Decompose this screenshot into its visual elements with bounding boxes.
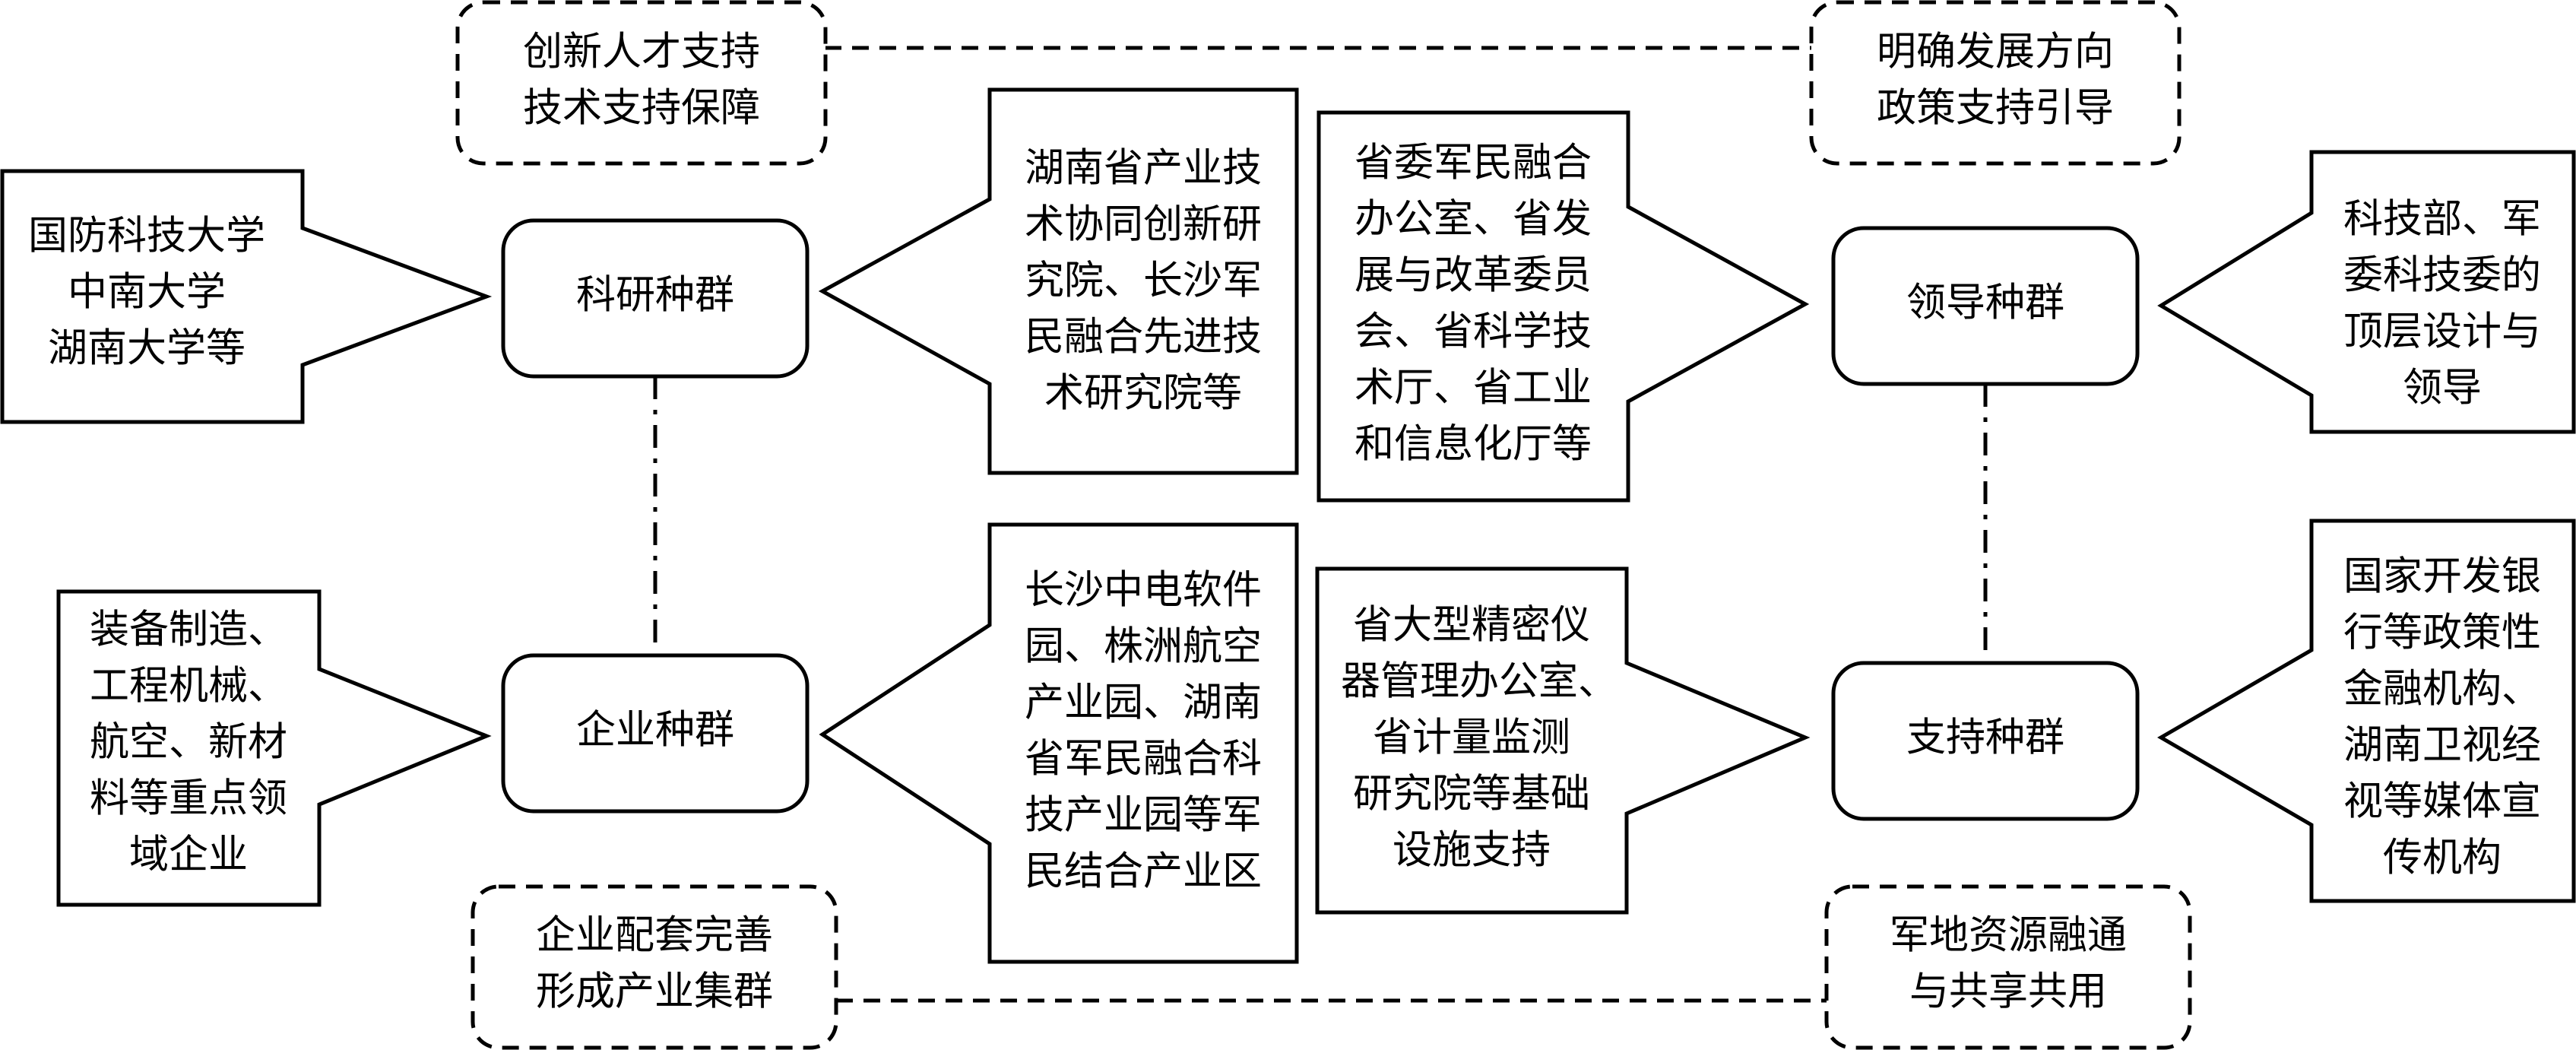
note-top-right-line-1: 明确发展方向 — [1877, 30, 2114, 75]
finance-media-line-5: 视等媒体宣 — [2343, 779, 2541, 825]
infrastructure-line-3: 省计量监测 — [1373, 715, 1570, 761]
note-bottom-left-line-2: 形成产业集群 — [536, 969, 773, 1015]
note-top-right-line-2: 政策支持引导 — [1877, 86, 2114, 132]
key-enterprises-line-1: 装备制造、 — [90, 607, 287, 653]
finance-media-line-2: 行等政策性 — [2343, 611, 2541, 656]
node-research-label: 科研种群 — [576, 273, 734, 319]
finance-media-line-6: 传机构 — [2383, 836, 2502, 881]
node-support-label: 支持种群 — [1906, 715, 2064, 761]
provincial-offices-line-5: 术厅、省工业 — [1355, 366, 1592, 411]
note-top-left-line-2: 技术支持保障 — [523, 86, 760, 132]
research-institutes-line-1: 湖南省产业技 — [1025, 146, 1262, 192]
node-leadership-label: 领导种群 — [1906, 281, 2064, 326]
provincial-offices-line-2: 办公室、省发 — [1355, 197, 1592, 243]
arrow-ministry: 科技部、军 委科技委的 顶层设计与 领导 — [2157, 150, 2576, 434]
note-bottom-left-line-1: 企业配套完善 — [536, 913, 773, 959]
ministry-line-3: 顶层设计与 — [2343, 309, 2541, 355]
provincial-offices-line-1: 省委军民融合 — [1355, 141, 1592, 186]
provincial-offices-line-4: 会、省科学技 — [1355, 309, 1592, 355]
finance-media-line-4: 湖南卫视经 — [2343, 723, 2541, 769]
research-institutes-line-5: 术研究院等 — [1044, 371, 1242, 417]
infrastructure-line-2: 器管理办公室、 — [1341, 659, 1618, 705]
note-top-right: 明确发展方向 政策支持引导 — [1809, 0, 2182, 166]
note-top-left: 创新人才支持 技术支持保障 — [455, 0, 828, 166]
finance-media-line-3: 金融机构、 — [2343, 667, 2541, 712]
research-institutes-line-4: 民融合先进技 — [1025, 315, 1262, 360]
key-enterprises-line-4: 料等重点领 — [90, 776, 287, 822]
ministry-line-4: 领导 — [2403, 366, 2482, 411]
universities-line-2: 中南大学 — [68, 270, 226, 316]
arrow-universities: 国防科技大学 中南大学 湖南大学等 — [0, 169, 493, 424]
note-bottom-right-line-2: 与共享共用 — [1909, 969, 2107, 1015]
arrow-industrial-parks: 长沙中电软件 园、株洲航空 产业园、湖南 省军民融合科 技产业园等军 民结合产业… — [819, 522, 1299, 964]
arrow-provincial-offices: 省委军民融合 办公室、省发 展与改革委员 会、省科学技 术厅、省工业 和信息化厅… — [1317, 110, 1810, 503]
node-research-population: 科研种群 — [501, 218, 810, 379]
node-leadership-population: 领导种群 — [1831, 226, 2140, 386]
node-support-population: 支持种群 — [1831, 661, 2140, 821]
research-institutes-line-3: 究院、长沙军 — [1025, 259, 1262, 304]
arrow-finance-media: 国家开发银 行等政策性 金融机构、 湖南卫视经 视等媒体宣 传机构 — [2157, 519, 2576, 903]
key-enterprises-line-2: 工程机械、 — [90, 664, 287, 709]
note-bottom-right: 军地资源融通 与共享共用 — [1824, 884, 2192, 1050]
key-enterprises-line-5: 域企业 — [129, 833, 248, 878]
node-enterprise-population: 企业种群 — [501, 653, 810, 814]
node-enterprise-label: 企业种群 — [576, 708, 734, 753]
infrastructure-line-4: 研究院等基础 — [1353, 772, 1590, 817]
note-top-left-line-1: 创新人才支持 — [523, 30, 760, 75]
finance-media-line-1: 国家开发银 — [2343, 554, 2541, 600]
infrastructure-line-5: 设施支持 — [1393, 828, 1551, 874]
industrial-parks-line-6: 民结合产业区 — [1025, 849, 1262, 895]
universities-line-3: 湖南大学等 — [48, 326, 246, 372]
provincial-offices-line-6: 和信息化厅等 — [1355, 422, 1592, 468]
ministry-line-2: 委科技委的 — [2343, 253, 2541, 299]
industrial-parks-line-1: 长沙中电软件 — [1025, 568, 1262, 614]
provincial-offices-line-3: 展与改革委员 — [1355, 253, 1592, 299]
industrial-parks-line-5: 技产业园等军 — [1025, 793, 1262, 839]
universities-line-1: 国防科技大学 — [28, 214, 265, 259]
infrastructure-line-1: 省大型精密仪 — [1353, 603, 1590, 649]
arrow-infrastructure: 省大型精密仪 器管理办公室、 省计量监测 研究院等基础 设施支持 — [1315, 566, 1811, 915]
industrial-parks-line-4: 省军民融合科 — [1025, 737, 1262, 782]
research-institutes-line-2: 术协同创新研 — [1025, 202, 1262, 248]
key-enterprises-line-3: 航空、新材 — [90, 720, 287, 766]
arrow-key-enterprises: 装备制造、 工程机械、 航空、新材 料等重点领 域企业 — [56, 589, 492, 907]
industrial-parks-line-2: 园、株洲航空 — [1025, 624, 1262, 670]
arrow-research-institutes: 湖南省产业技 术协同创新研 究院、长沙军 民融合先进技 术研究院等 — [818, 87, 1299, 475]
ministry-line-1: 科技部、军 — [2343, 197, 2541, 243]
note-bottom-right-line-1: 军地资源融通 — [1890, 913, 2127, 959]
industrial-parks-line-3: 产业园、湖南 — [1025, 680, 1262, 726]
note-bottom-left: 企业配套完善 形成产业集群 — [471, 884, 838, 1050]
